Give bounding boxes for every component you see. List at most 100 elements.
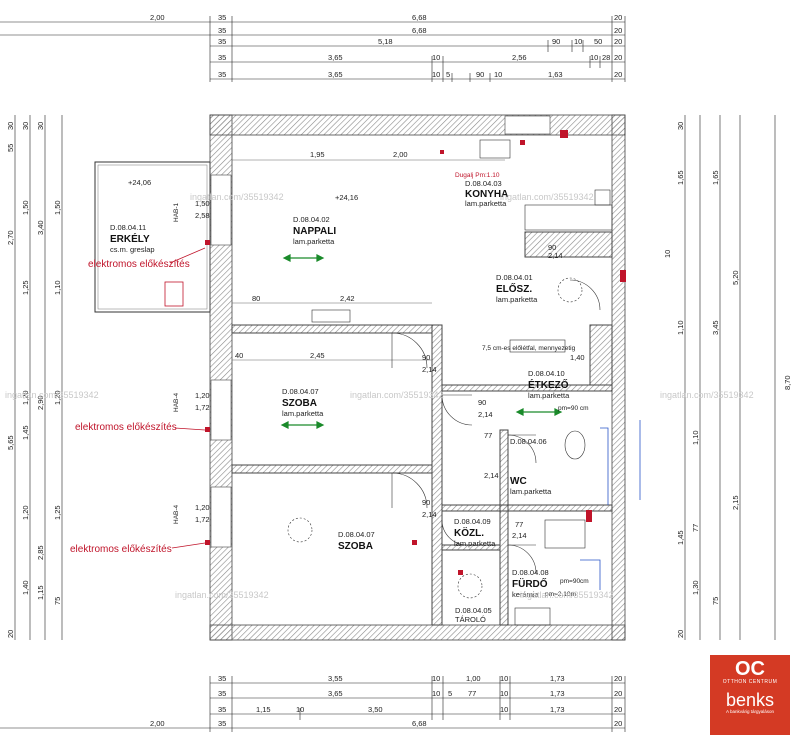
dim-top-r4-b: 3,65 — [328, 53, 343, 62]
note-elektromos-1: elektromos előkészítés — [88, 259, 190, 270]
dim-right-14: 20 — [676, 630, 685, 638]
kozl-code: D.08.04.09 — [454, 517, 491, 526]
dim-left-8: 1,50 — [53, 200, 62, 215]
dim-left-12: 1,20 — [21, 390, 30, 405]
radiator — [311, 309, 351, 323]
kozl-name: KÖZL. — [454, 526, 484, 539]
note-pm90: pm=90cm — [560, 578, 589, 585]
furdo-code: D.08.04.08 — [512, 568, 549, 577]
dim-bot-r1-g: 20 — [614, 674, 622, 683]
door-1-w: 1,50 — [195, 199, 210, 208]
door-3-h: 1,72 — [195, 515, 210, 524]
dim-left-5: 2,70 — [6, 230, 15, 245]
inner-dim-5: 40 — [235, 351, 243, 360]
dim-left-3: 30 — [21, 122, 30, 130]
dim-top-r2-b: 6,68 — [412, 26, 427, 35]
dim-right-2: 1,65 — [676, 170, 685, 185]
dim-bot-r2-a: 35 — [218, 689, 226, 698]
inner-dim-4: 2,42 — [340, 294, 355, 303]
door-2-h: 1,72 — [195, 403, 210, 412]
dim-top-r5-d: 5 — [446, 70, 450, 79]
inner-dim-17: 1,40 — [570, 353, 585, 362]
inner-dim-2: 2,00 — [393, 150, 408, 159]
window-code-1: HAB-1 — [173, 202, 180, 222]
dim-top-r5-b: 3,65 — [328, 70, 343, 79]
inner-dimensions: 1,95 2,00 80 2,42 40 2,45 90 2,14 90 2,1… — [232, 150, 585, 540]
dim-right-13: 1,30 — [691, 580, 700, 595]
dim-left-17: 1,20 — [21, 505, 30, 520]
dim-right-5: 5,20 — [731, 270, 740, 285]
door-1-h: 2,58 — [195, 211, 210, 220]
dim-bot-r4-c: 6,68 — [412, 719, 427, 728]
dim-right-10: 2,15 — [731, 495, 740, 510]
etkezo-code: D.08.04.10 — [528, 369, 565, 378]
furdo-mat: kerámia — [512, 590, 540, 599]
note-elektromos-2: elektromos előkészítés — [75, 422, 177, 433]
nappali-level: +24,16 — [335, 193, 358, 202]
dim-top-r3-e: 50 — [594, 37, 602, 46]
dim-left-1: 30 — [6, 122, 15, 130]
nappali-code: D.08.04.02 — [293, 215, 330, 224]
inner-dim-10: 2,14 — [422, 510, 437, 519]
dim-bot-r1-c: 10 — [432, 674, 440, 683]
dim-top-r5-c: 10 — [432, 70, 440, 79]
fixtures — [287, 139, 613, 626]
elosz-mat: lam.parketta — [496, 295, 538, 304]
dim-left-13: 2,90 — [36, 395, 45, 410]
inner-dim-11: 90 — [478, 398, 486, 407]
dim-right-1: 30 — [676, 122, 685, 130]
dim-top-r3-c: 90 — [552, 37, 560, 46]
szoba1-code: D.08.04.07 — [282, 387, 319, 396]
dim-top-r2-a: 35 — [218, 26, 226, 35]
erkely-mat: cs.m. greslap — [110, 245, 155, 254]
dim-bot-r2-b: 3,65 — [328, 689, 343, 698]
dim-right-6: 1,10 — [676, 320, 685, 335]
dim-bot-r2-e: 77 — [468, 689, 476, 698]
erkely-name: ERKÉLY — [110, 232, 150, 245]
dim-left-6: 1,50 — [21, 200, 30, 215]
watermarks: ingatlan.com/35519342 ingatlan.com/35519… — [5, 192, 754, 600]
inner-dim-14: 2,14 — [484, 471, 499, 480]
kitchen-counter — [524, 204, 613, 231]
dim-bot-r1-a: 35 — [218, 674, 226, 683]
inner-dim-3: 80 — [252, 294, 260, 303]
dim-top-r4-a: 35 — [218, 53, 226, 62]
erkely-code: D.08.04.11 — [110, 223, 146, 232]
wc-mat: lam.parketta — [510, 487, 552, 496]
dim-top-r5-h: 20 — [614, 70, 622, 79]
watermark-1: ingatlan.com/35519342 — [175, 590, 269, 600]
right-dimension-labels: 30 1,65 1,65 10 5,20 1,10 8,70 3,45 1,10… — [663, 122, 792, 638]
note-dugalj: Dugalj Pm:1.10 — [455, 172, 500, 179]
dim-top-r3-a: 35 — [218, 37, 226, 46]
dim-left-4: 30 — [36, 122, 45, 130]
inner-dim-7: 90 — [422, 353, 430, 362]
dim-right-11: 1,45 — [676, 530, 685, 545]
toilet — [564, 430, 586, 460]
dim-bot-r3-g: 20 — [614, 705, 622, 714]
note-eloletfal: 7,5 cm-es előlétfal, mennyezetig — [482, 345, 576, 352]
etkezo-name: ÉTKEZŐ — [528, 378, 569, 391]
dim-top-r1-d: 20 — [614, 13, 622, 22]
watermark-2: ingatlan.com/35519342 — [190, 192, 284, 202]
dim-bot-r2-f: 10 — [500, 689, 508, 698]
tarolo-code: D.08.04.05 — [455, 606, 492, 615]
door-3-w: 1,20 — [195, 503, 210, 512]
top-dimensions: 2,00 35 6,68 20 35 6,68 20 35 5,18 90 10… — [0, 13, 626, 82]
inner-dim-15: 77 — [515, 520, 523, 529]
logo-sub: OTTHON CENTRUM — [722, 679, 778, 685]
konyha-name: KONYHA — [465, 189, 508, 200]
dim-right-9: 1,10 — [691, 430, 700, 445]
dim-right-12: 77 — [691, 524, 700, 532]
left-dimension-labels: 30 55 30 30 2,70 1,50 3,40 1,50 1,25 1,1… — [6, 122, 62, 638]
dim-top-r1-c: 6,68 — [412, 13, 427, 22]
elosz-name: ELŐSZ. — [496, 282, 532, 295]
dim-bot-r2-c: 10 — [432, 689, 440, 698]
washer — [544, 519, 586, 549]
wc-code: D.08.04.06 — [510, 437, 547, 446]
left-dimensions — [14, 115, 63, 640]
wc-name: WC — [510, 476, 527, 487]
ceiling-light-szoba2 — [287, 517, 313, 543]
watermark-5: ingatlan.com/35519342 — [350, 390, 444, 400]
erkely-level: +24,06 — [128, 178, 151, 187]
